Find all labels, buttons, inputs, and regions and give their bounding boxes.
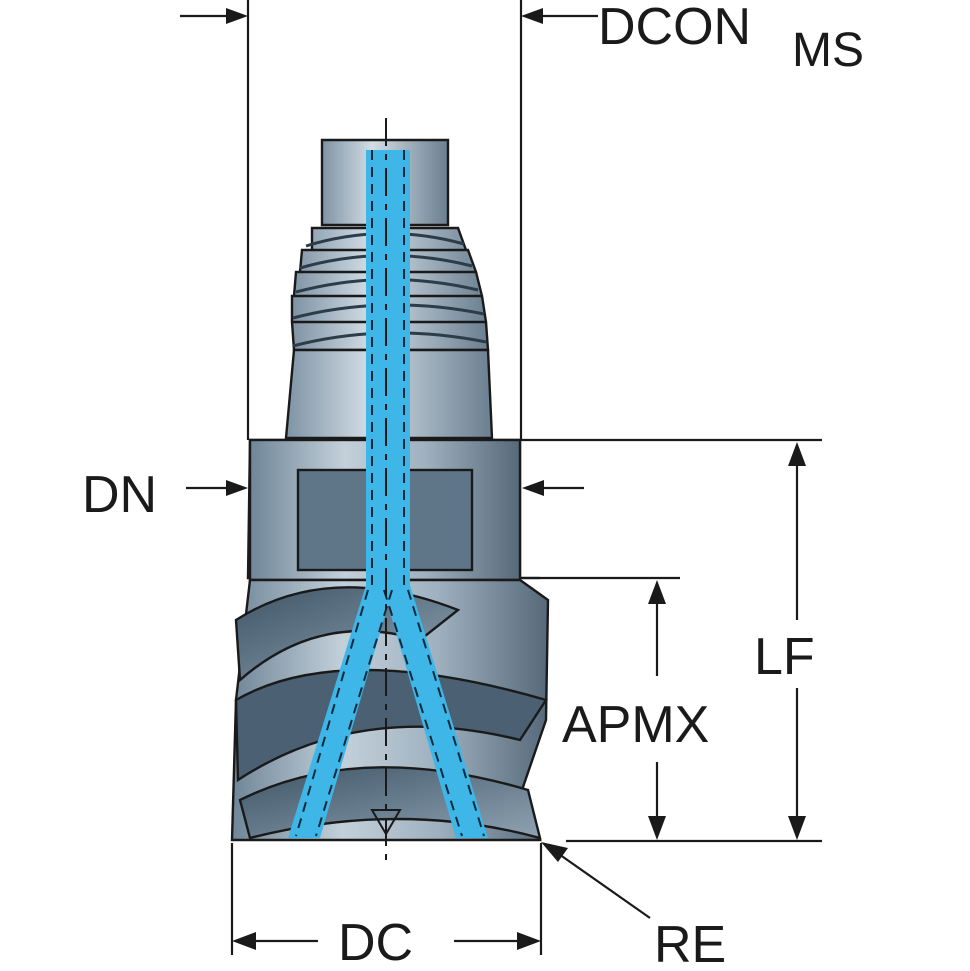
dc-dimension [232, 932, 541, 950]
dcon-subscript-label: MS [792, 24, 864, 77]
dn-dimension [186, 480, 584, 496]
re-leader [541, 842, 651, 919]
lf-dimension [788, 442, 806, 840]
dc-label: DC [338, 914, 413, 971]
dcon-dimension [180, 8, 598, 24]
dn-label: DN [82, 466, 157, 524]
flute-2 [234, 668, 548, 783]
apmx-dimension [648, 580, 666, 840]
dcon-label: DCON [598, 0, 751, 56]
center-point-marker [370, 809, 402, 836]
lf-label: LF [754, 628, 815, 686]
re-label: RE [654, 916, 726, 971]
apmx-label: APMX [562, 696, 709, 754]
coolant-channels [288, 150, 488, 838]
